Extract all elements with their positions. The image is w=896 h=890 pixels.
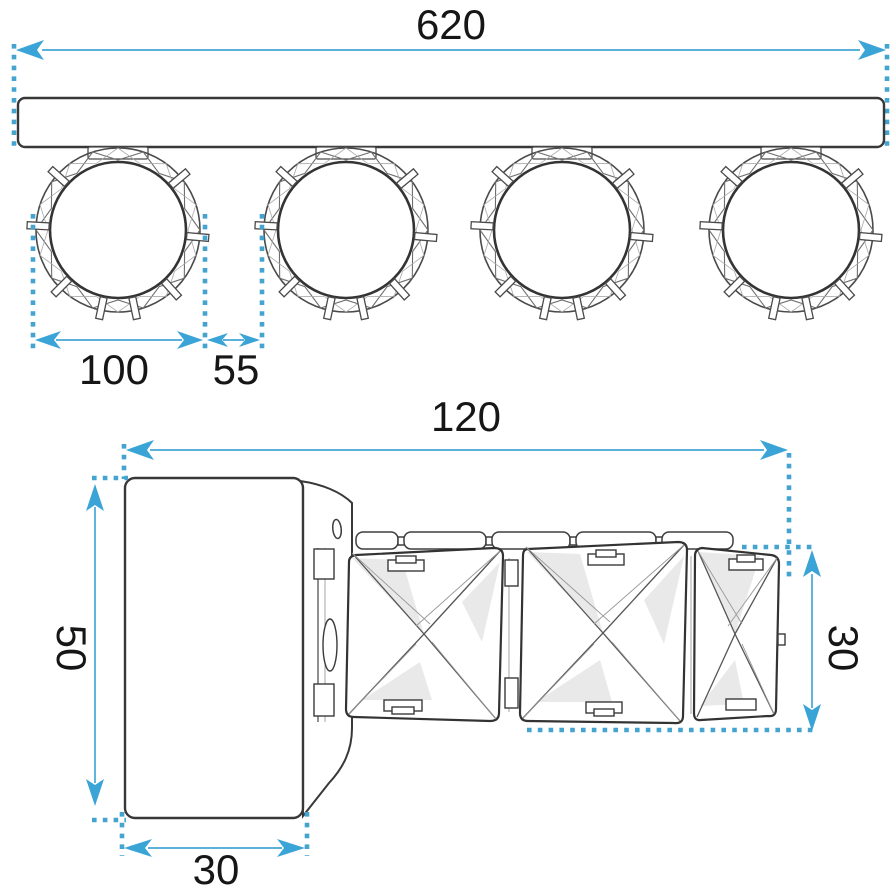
dim-shade-diameter: 100	[30, 214, 208, 393]
dim-overall-width-label: 620	[416, 1, 486, 48]
backplate	[123, 476, 305, 820]
arrow-right-icon	[177, 331, 203, 349]
arrow-down-icon	[86, 779, 104, 806]
round-shade-4	[698, 145, 884, 321]
mounting-bar	[16, 96, 886, 149]
arrow-left-icon	[16, 40, 44, 60]
crystal-shade-2	[518, 540, 689, 725]
arrow-left-icon	[124, 839, 152, 857]
arrow-right-icon	[239, 333, 260, 347]
arrow-right-icon	[760, 440, 788, 460]
round-shade-1	[25, 145, 211, 321]
arrow-down-icon	[803, 704, 821, 731]
dim-shade-diameter-label: 100	[79, 346, 149, 393]
dim-shade-height-label: 30	[820, 625, 867, 672]
arrow-right-icon	[277, 839, 305, 857]
top-view: 620 100 55	[11, 1, 890, 393]
round-shade-3	[469, 145, 655, 321]
shade-connector	[504, 558, 519, 712]
round-shade-2	[253, 145, 439, 321]
arrow-left-icon	[126, 440, 154, 460]
dim-backplate-width: 30	[119, 812, 310, 890]
screw-hole	[331, 518, 343, 540]
clip-bottom	[725, 698, 757, 711]
dim-overall-depth: 120	[121, 393, 792, 578]
arrow-left-icon	[35, 331, 61, 349]
dim-backplate-width-label: 30	[193, 846, 240, 890]
dim-overall-width: 620	[11, 1, 890, 150]
crystal-shade-1	[344, 546, 505, 723]
arrow-right-icon	[858, 40, 886, 60]
arrow-up-icon	[803, 550, 821, 577]
arrow-left-icon	[207, 333, 228, 347]
mounting-rail	[313, 548, 338, 722]
dim-backplate-height-label: 50	[48, 625, 95, 672]
dim-shade-spacing: 55	[207, 214, 265, 393]
side-nub	[777, 633, 786, 646]
crystal-shade-3	[692, 546, 786, 722]
dim-backplate-height: 50	[48, 475, 128, 823]
dim-overall-depth-label: 120	[431, 393, 501, 440]
dim-shade-spacing-label: 55	[213, 346, 260, 393]
dim-shade-height: 30	[527, 544, 867, 733]
arrow-up-icon	[86, 484, 104, 511]
side-view: 120	[48, 393, 867, 890]
